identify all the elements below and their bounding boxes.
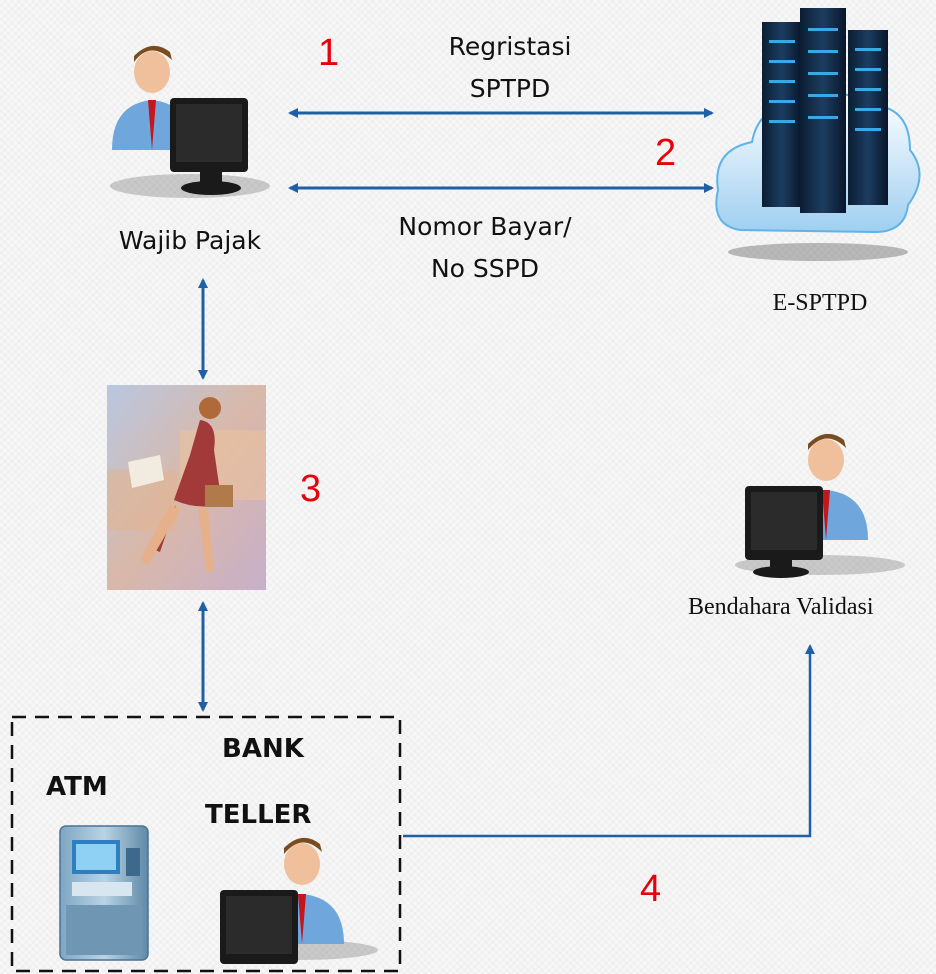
- server-cloud-icon: [715, 8, 921, 261]
- taxpayer-icon: [110, 45, 270, 198]
- courier-photo: [107, 385, 266, 590]
- node-taxpayer-label: Wajib Pajak: [118, 226, 262, 255]
- step-4-number: 4: [640, 868, 662, 910]
- edge-register-label-line2: SPTPD: [469, 74, 551, 103]
- node-esptpd-label: E-SPTPD: [772, 290, 868, 316]
- teller-label: TELLER: [205, 800, 312, 830]
- step-1-number: 1: [318, 32, 340, 74]
- edge-payment-label-line2: No SSPD: [430, 254, 539, 283]
- treasurer-icon: [735, 433, 905, 578]
- node-treasurer-label: Bendahara Validasi: [688, 594, 874, 620]
- teller-icon: [220, 837, 378, 964]
- arrow-bank-treasurer: [403, 644, 815, 838]
- edge-payment-label-line1: Nomor Bayar/: [398, 212, 572, 241]
- atm-icon: [59, 825, 149, 961]
- atm-label: ATM: [46, 772, 108, 802]
- bank-group-box: [10, 715, 402, 973]
- step-2-number: 2: [655, 132, 677, 174]
- edge-register-label-line1: Regristasi: [448, 32, 572, 61]
- step-3-number: 3: [300, 468, 322, 510]
- bank-label: BANK: [222, 734, 304, 764]
